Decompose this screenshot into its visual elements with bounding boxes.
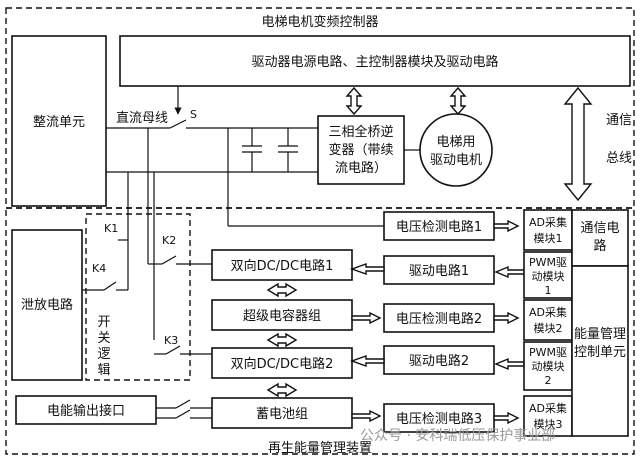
inverter-box: [317, 115, 405, 185]
ad2-label-1: AD采集: [529, 305, 567, 319]
power-out-box: [15, 395, 157, 425]
drive-power-label: 驱动器电源电路、主控制器模块及驱动电路: [251, 54, 498, 70]
comm-bus-arrow: [563, 86, 593, 202]
supercap-label: 超级电容器组: [243, 308, 321, 324]
inverter-label-1: 三相全桥逆: [328, 124, 393, 140]
watermark: 公众号 · 安科瑞低压保护事业部: [360, 428, 555, 444]
ad3-label-2: 模块3: [534, 418, 563, 431]
ad3-label-1: AD采集: [529, 401, 567, 415]
switch-logic-char-2: 关: [97, 331, 110, 346]
inverter-label-2: 变器（带续: [328, 142, 393, 158]
dcdc2-box: [211, 347, 353, 379]
rectifier-box: [11, 35, 107, 207]
drive1-box: [383, 255, 495, 285]
dc-bus-label: 直流母线: [116, 111, 168, 126]
comm-bus-label-2: 总线: [606, 151, 632, 166]
pwm2-label-2: 动模块: [532, 360, 565, 373]
ad1-box: [523, 209, 573, 251]
dcdc2-label: 双向DC/DC电路2: [231, 356, 334, 372]
discharge-label: 泄放电路: [21, 297, 73, 313]
comm-bus-label-1: 通信: [606, 113, 632, 128]
vdetect3-box: [383, 403, 495, 433]
discharge-box: [11, 229, 83, 381]
energy-device-frame: [5, 207, 635, 455]
ad3-box: [523, 395, 573, 437]
energy-mgmt-box: [571, 265, 629, 437]
ad1-label-1: AD采集: [529, 215, 567, 229]
energy-mgmt-label-2: 控制单元: [574, 345, 626, 360]
drive2-label: 驱动电路2: [409, 353, 469, 369]
k3-label: K3: [164, 334, 178, 347]
rectifier-label: 整流单元: [33, 115, 85, 130]
ad2-label-2: 模块2: [534, 322, 563, 335]
regen-title: 再生能量管理装置: [268, 441, 372, 456]
battery-label: 蓄电池组: [256, 407, 308, 422]
switch-logic-char-3: 逻: [97, 347, 110, 362]
battery-box: [211, 397, 353, 429]
vdetect2-box: [383, 303, 495, 333]
vdetect2-label: 电压检测电路2: [396, 311, 482, 327]
k2-label: K2: [162, 234, 176, 247]
drive2-box: [383, 345, 495, 375]
vdetect1-label: 电压检测电路1: [396, 219, 482, 235]
drive1-label: 驱动电路1: [409, 263, 469, 279]
switch-logic-char-4: 辑: [97, 363, 110, 378]
pwm2-label-1: PWM驱: [529, 346, 567, 359]
switch-s-label: S: [190, 108, 197, 121]
motor-circle: [419, 113, 493, 187]
power-out-label: 电能输出接口: [47, 403, 125, 419]
pwm1-box: [523, 251, 573, 299]
vdetect1-box: [383, 211, 495, 241]
comm-circuit-box: [571, 209, 629, 267]
supercap-box: [211, 299, 353, 331]
k4-label: K4: [92, 262, 106, 275]
energy-mgmt-label-1: 能量管理: [574, 327, 626, 342]
motor-label-1: 电梯用: [436, 135, 475, 150]
switch-logic-char-1: 开: [97, 315, 110, 330]
switch-logic-frame: [85, 213, 191, 381]
comm-circuit-label-2: 路: [593, 238, 606, 254]
dcdc1-label: 双向DC/DC电路1: [231, 258, 334, 274]
pwm1-label-1: PWM驱: [529, 256, 567, 269]
dcdc1-box: [211, 249, 353, 281]
inverter-label-3: 流电路）: [335, 160, 387, 176]
pwm1-label-3: 1: [545, 284, 552, 297]
k1-label: K1: [104, 222, 118, 235]
vdetect3-label: 电压检测电路3: [396, 411, 482, 427]
pwm1-label-2: 动模块: [532, 270, 565, 283]
drive-power-box: [119, 35, 631, 87]
controller-title: 电梯电机变频控制器: [261, 14, 378, 30]
motor-label-2: 驱动电机: [430, 153, 482, 168]
pwm2-label-3: 2: [545, 374, 552, 387]
comm-circuit-label-1: 通信电: [580, 221, 619, 236]
ad1-label-2: 模块1: [534, 232, 563, 245]
